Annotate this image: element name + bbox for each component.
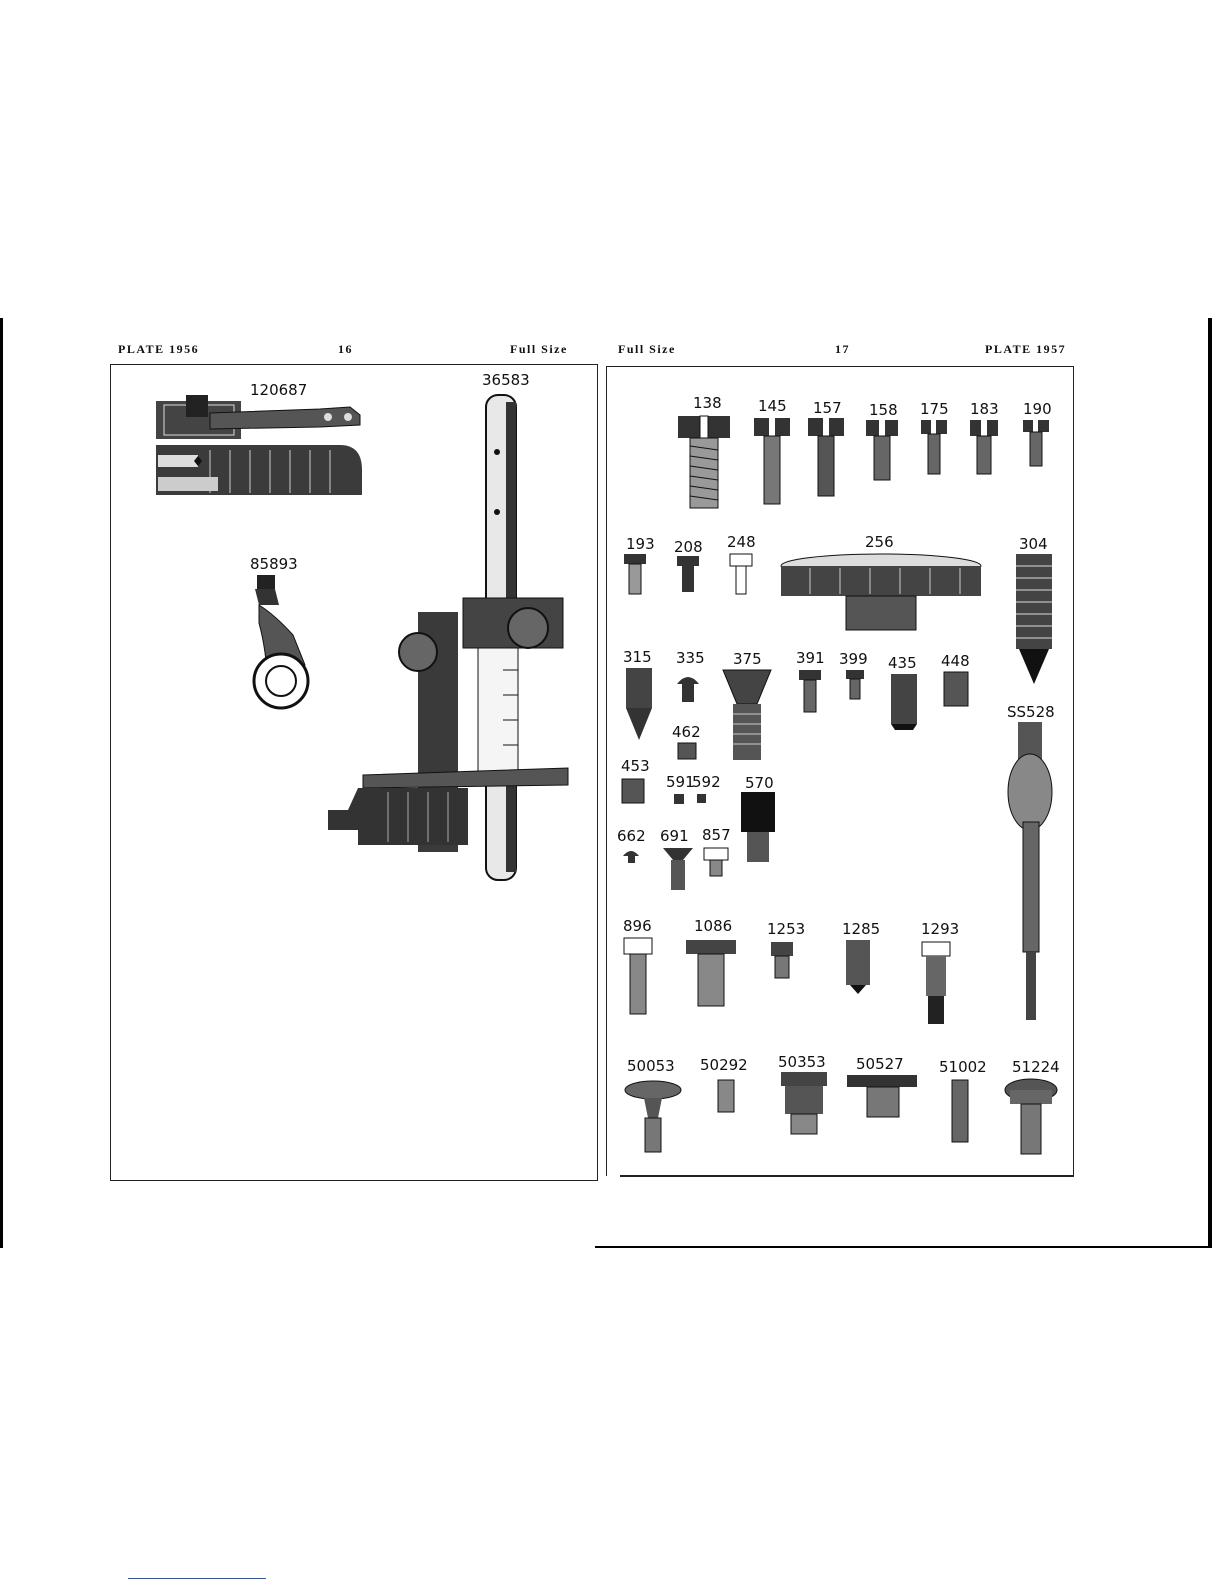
- screw-50053-illustration: [624, 1080, 684, 1155]
- right-size-note: Full Size: [618, 342, 676, 357]
- screw-335-illustration: [677, 672, 699, 704]
- part-number-570: 570: [745, 774, 774, 792]
- screw-570-illustration: [741, 792, 781, 864]
- part-number-1293: 1293: [921, 920, 959, 938]
- screw-158-illustration: [866, 420, 902, 482]
- screw-1285-illustration: [846, 940, 872, 995]
- screw-391-illustration: [799, 670, 823, 714]
- part-number-145: 145: [758, 397, 787, 415]
- part-number-592: 592: [692, 773, 721, 791]
- left-page-number: 16: [338, 342, 353, 357]
- right-frame-bottom-rule: [620, 1175, 1074, 1177]
- screw-399-illustration: [846, 670, 866, 702]
- part-number-50053: 50053: [627, 1057, 675, 1075]
- screw-435-illustration: [891, 674, 919, 732]
- screw-1253-illustration: [771, 942, 795, 980]
- screw-50527-illustration: [847, 1075, 919, 1119]
- part-number-50292: 50292: [700, 1056, 748, 1074]
- screw-50292-illustration: [718, 1080, 736, 1114]
- scan-edge-right: [1208, 318, 1212, 1248]
- screw-208-illustration: [677, 556, 701, 594]
- screw-315-illustration: [624, 668, 656, 743]
- part-number-391: 391: [796, 649, 825, 667]
- screw-591-illustration: [674, 794, 686, 806]
- screw-145-illustration: [754, 418, 794, 506]
- part-number-1253: 1253: [767, 920, 805, 938]
- screw-190-illustration: [1023, 420, 1053, 468]
- screw-896-illustration: [624, 938, 654, 1016]
- screw-462-illustration: [678, 743, 698, 761]
- screw-453-illustration: [622, 779, 646, 805]
- screw-183-illustration: [970, 420, 1000, 475]
- part-number-190: 190: [1023, 400, 1052, 418]
- scan-link-underline: [128, 1578, 266, 1579]
- screw-1086-illustration: [686, 940, 738, 1008]
- part-number-448: 448: [941, 652, 970, 670]
- nut-256-illustration: [780, 552, 982, 634]
- part-number-175: 175: [920, 400, 949, 418]
- part-number-462: 462: [672, 723, 701, 741]
- part-number-453: 453: [621, 757, 650, 775]
- screw-138-illustration: [678, 416, 733, 511]
- part-number-138: 138: [693, 394, 722, 412]
- screw-375-illustration: [723, 670, 773, 762]
- right-plate-label: PLATE 1957: [985, 342, 1066, 357]
- part-number-435: 435: [888, 654, 917, 672]
- part-number-691: 691: [660, 827, 689, 845]
- screw-857-illustration: [704, 848, 730, 878]
- screw-304-illustration: [1013, 554, 1057, 689]
- part-number-193: 193: [626, 535, 655, 553]
- part-number-85893: 85893: [250, 555, 298, 573]
- right-page-number: 17: [835, 342, 850, 357]
- screw-193-illustration: [624, 554, 648, 596]
- part-number-157: 157: [813, 399, 842, 417]
- screw-248-illustration: [730, 554, 754, 596]
- part-number-50527: 50527: [856, 1055, 904, 1073]
- part-number-662: 662: [617, 827, 646, 845]
- screw-51224-illustration: [1004, 1078, 1060, 1156]
- part-number-1285: 1285: [842, 920, 880, 938]
- part-number-375: 375: [733, 650, 762, 668]
- screw-662-illustration: [623, 848, 641, 864]
- part-number-591: 591: [666, 773, 695, 791]
- screw-175-illustration: [921, 420, 951, 475]
- part-number-256: 256: [865, 533, 894, 551]
- part-number-208: 208: [674, 538, 703, 556]
- part-number-896: 896: [623, 917, 652, 935]
- left-size-note: Full Size: [510, 342, 568, 357]
- part-number-857: 857: [702, 826, 731, 844]
- scan-edge-bottom: [595, 1246, 1210, 1248]
- part-number-51002: 51002: [939, 1058, 987, 1076]
- screw-SS528-illustration: [1008, 722, 1058, 1022]
- part-number-158: 158: [869, 401, 898, 419]
- part-number-50353: 50353: [778, 1053, 826, 1071]
- scan-edge-left: [0, 318, 3, 1248]
- screw-691-illustration: [663, 848, 695, 892]
- part-number-335: 335: [676, 649, 705, 667]
- part-number-1086: 1086: [694, 917, 732, 935]
- part-number-248: 248: [727, 533, 756, 551]
- screw-157-illustration: [808, 418, 848, 498]
- part-36583-illustration: [328, 390, 573, 890]
- part-number-399: 399: [839, 650, 868, 668]
- screw-1293-illustration: [922, 942, 952, 1027]
- part-85893-illustration: [245, 575, 315, 710]
- part-number-304: 304: [1019, 535, 1048, 553]
- part-number-315: 315: [623, 648, 652, 666]
- part-number-36583: 36583: [482, 371, 530, 389]
- screw-50353-illustration: [781, 1072, 829, 1136]
- part-number-183: 183: [970, 400, 999, 418]
- screw-592-illustration: [697, 794, 709, 806]
- screw-448-illustration: [944, 672, 970, 708]
- screw-51002-illustration: [952, 1080, 970, 1144]
- left-plate-label: PLATE 1956: [118, 342, 199, 357]
- part-number-51224: 51224: [1012, 1058, 1060, 1076]
- part-number-SS528: SS528: [1007, 703, 1055, 721]
